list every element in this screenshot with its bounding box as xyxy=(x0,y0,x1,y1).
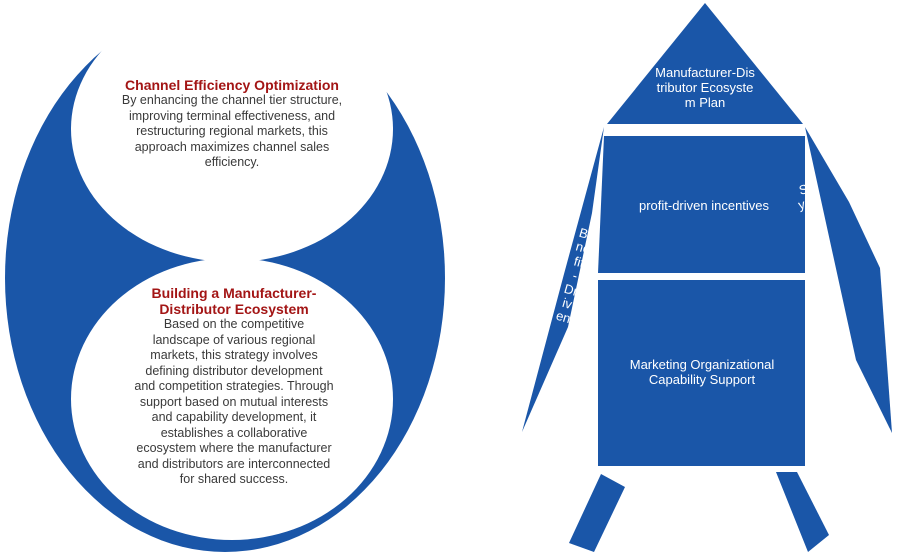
left-fin xyxy=(522,127,604,432)
ecosystem-body: Based on the competitive landscape of va… xyxy=(134,317,334,486)
channel-efficiency-body: By enhancing the channel tier structure,… xyxy=(121,93,343,169)
bottom-circle xyxy=(71,258,393,540)
rocket-bottom-label: Marketing Organizational Capability Supp… xyxy=(629,357,775,387)
top-circle xyxy=(71,0,393,262)
rocket-middle-label: profit-driven incentives xyxy=(638,198,770,213)
right-fin xyxy=(805,127,892,433)
rocket-lower-body xyxy=(598,280,805,466)
rocket-nose-label: Manufacturer-Distributor Ecosystem Plan xyxy=(655,65,755,110)
bottom-circle-text: Building a Manufacturer-Distributor Ecos… xyxy=(134,285,334,488)
ecosystem-title: Building a Manufacturer-Distributor Ecos… xyxy=(151,285,317,317)
rocket-mid-body xyxy=(598,136,805,273)
left-thruster xyxy=(569,474,625,552)
channel-efficiency-title: Channel Efficiency Optimization xyxy=(125,77,339,93)
top-circle-text: Channel Efficiency Optimization By enhan… xyxy=(118,77,346,171)
right-thruster xyxy=(776,472,829,552)
rocket-nose xyxy=(607,3,803,124)
